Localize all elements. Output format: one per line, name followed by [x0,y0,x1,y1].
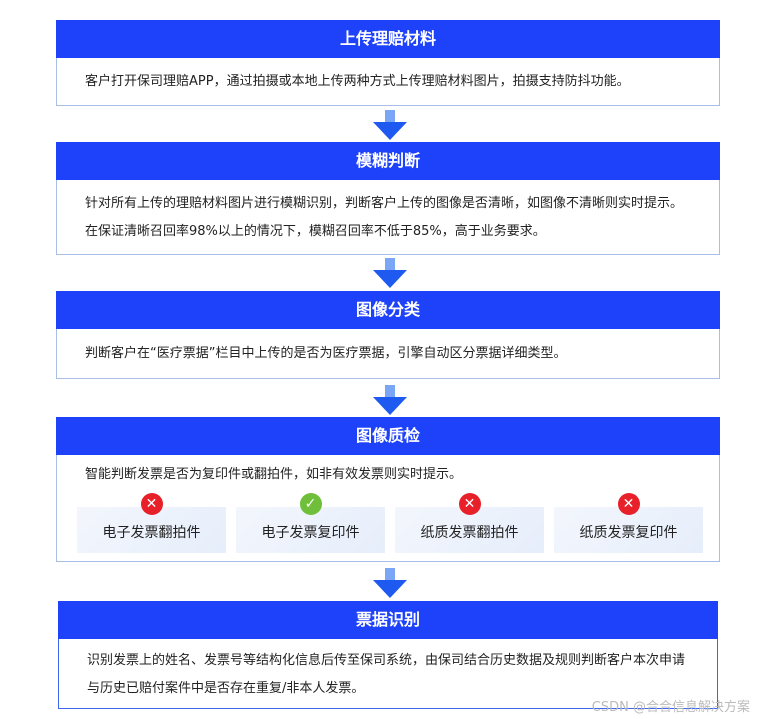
step-title: 上传理赔材料 [56,20,720,58]
step-title: 图像质检 [56,417,720,455]
option-e-invoice-rephoto: ✕ 电子发票翻拍件 [77,493,226,553]
check-circle-icon: ✓ [299,493,322,515]
step-blur-check: 模糊判断 针对所有上传的理赔材料图片进行模糊识别，判断客户上传的图像是否清晰，如… [56,142,720,255]
arrow-down-icon [373,568,407,598]
step-recognition: 票据识别 识别发票上的姓名、发票号等结构化信息后传至保司系统，由保司结合历史数据… [58,601,718,709]
step-description: 客户打开保司理赔APP，通过拍摄或本地上传两种方式上传理赔材料图片，拍摄支持防抖… [56,58,720,106]
x-circle-icon: ✕ [458,493,481,515]
step-title: 票据识别 [58,601,718,639]
step-upload: 上传理赔材料 客户打开保司理赔APP，通过拍摄或本地上传两种方式上传理赔材料图片… [56,20,720,106]
option-label: 纸质发票翻拍件 [420,525,519,541]
option-label: 电子发票翻拍件 [102,525,201,541]
watermark: CSDN @合合信息解决方案 [591,700,750,715]
x-circle-icon: ✕ [617,493,640,515]
step-title: 模糊判断 [56,142,720,180]
option-label: 纸质发票复印件 [579,525,678,541]
option-e-invoice-copy: ✓ 电子发票复印件 [236,493,385,553]
arrow-down-icon [373,110,407,140]
x-circle-icon: ✕ [140,493,163,515]
step-description: 智能判断发票是否为复印件或翻拍件，如非有效发票则实时提示。 [85,467,463,482]
step-classification: 图像分类 判断客户在“医疗票据”栏目中上传的是否为医疗票据，引擎自动区分票据详细… [56,291,720,379]
step-description: 判断客户在“医疗票据”栏目中上传的是否为医疗票据，引擎自动区分票据详细类型。 [56,329,720,379]
step-body: 智能判断发票是否为复印件或翻拍件，如非有效发票则实时提示。 ✕ 电子发票翻拍件 ✓… [56,455,720,562]
option-label: 电子发票复印件 [261,525,360,541]
step-description: 识别发票上的姓名、发票号等结构化信息后传至保司系统，由保司结合历史数据及规则判断… [58,639,718,709]
step-title: 图像分类 [56,291,720,329]
option-paper-invoice-rephoto: ✕ 纸质发票翻拍件 [395,493,544,553]
step-description: 针对所有上传的理赔材料图片进行模糊识别，判断客户上传的图像是否清晰，如图像不清晰… [56,180,720,255]
arrow-down-icon [373,258,407,288]
arrow-down-icon [373,385,407,415]
option-paper-invoice-copy: ✕ 纸质发票复印件 [554,493,703,553]
step-quality-check: 图像质检 智能判断发票是否为复印件或翻拍件，如非有效发票则实时提示。 ✕ 电子发票… [56,417,720,562]
